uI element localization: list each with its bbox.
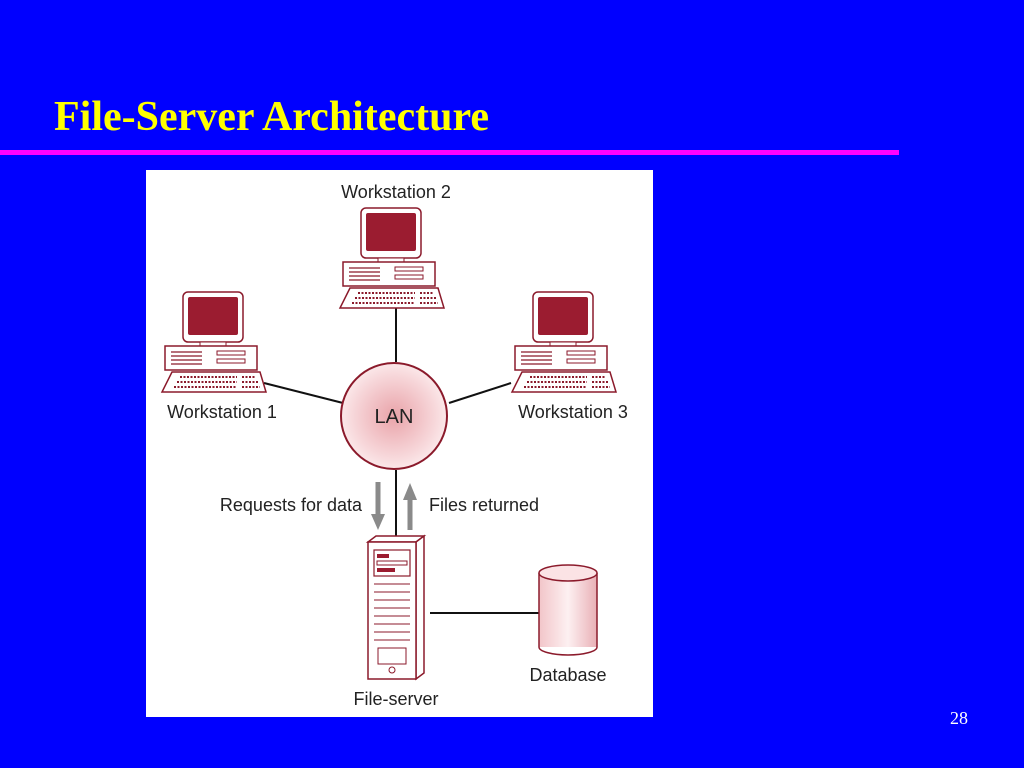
workstation-1: Workstation 1 [161, 291, 277, 422]
file-server-label: File-server [353, 689, 438, 709]
workstation-2-computer-icon [339, 207, 445, 309]
lan-label: LAN [375, 406, 414, 428]
requests-for-data-label: Requests for data [220, 495, 363, 515]
architecture-diagram: LAN Workstation 2 Workstation 1 Workstat… [146, 170, 653, 717]
title-rule [0, 150, 899, 155]
slide-title: File-Server Architecture [54, 94, 489, 140]
workstation-1-computer-icon [161, 291, 267, 393]
workstation-3-label: Workstation 3 [518, 402, 628, 422]
workstation-1-label: Workstation 1 [167, 402, 277, 422]
database-icon [538, 564, 598, 656]
response-arrow [403, 483, 417, 530]
workstation-2: Workstation 2 [339, 182, 451, 309]
database-label: Database [529, 665, 606, 685]
network-links [263, 308, 539, 614]
request-arrow [371, 482, 385, 530]
file-server-icon [365, 534, 427, 681]
page-number: 28 [950, 708, 968, 728]
workstation-3: Workstation 3 [511, 291, 628, 422]
workstation-2-label: Workstation 2 [341, 182, 451, 202]
lan-hub: LAN [340, 362, 448, 470]
files-returned-label: Files returned [429, 495, 539, 515]
workstation-3-computer-icon [511, 291, 617, 393]
